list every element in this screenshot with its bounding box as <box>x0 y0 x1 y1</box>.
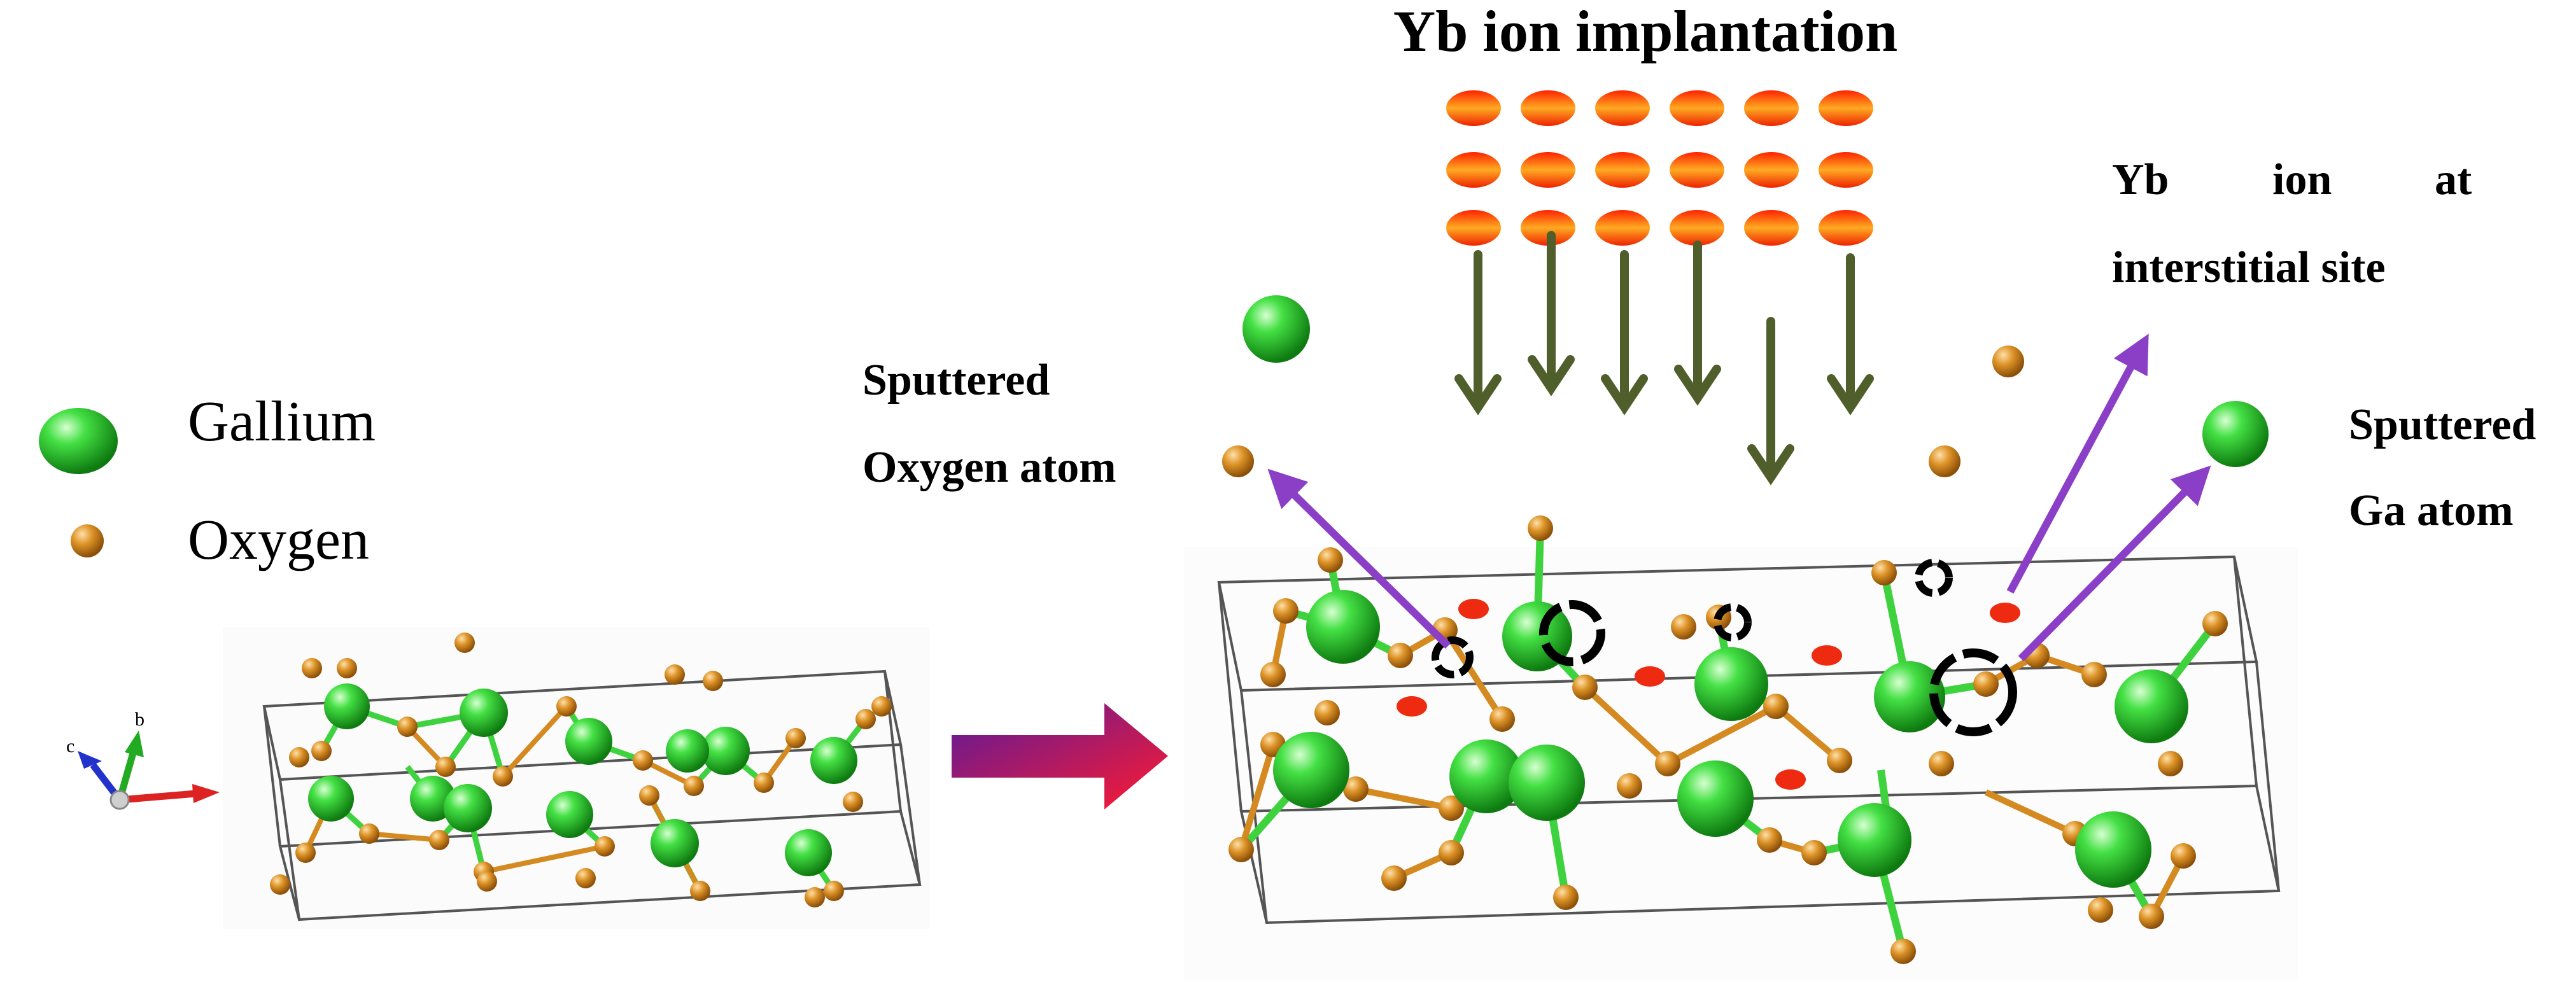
yb-ion-beam <box>1446 90 1873 246</box>
transition-arrow-icon <box>952 703 1168 809</box>
pristine-crystal-structure <box>223 627 929 929</box>
sputtered-ga-annotation: Sputtered Ga atom <box>2349 400 2536 535</box>
sputtered-ga-line1: Sputtered <box>2349 400 2536 449</box>
gallium-atom-icon <box>39 408 118 474</box>
yb-interstitial-annotation: Yb ion at interstitial site <box>2112 155 2472 292</box>
sputtered-ga-atom <box>1242 295 1310 363</box>
crystal-axes-icon: a b c <box>66 709 231 810</box>
implanted-crystal-structure <box>1184 515 2298 980</box>
sputtered-oxygen-annotation: Sputtered Oxygen atom <box>862 356 1116 492</box>
axis-b-label: b <box>135 709 144 730</box>
sputtered-ga-atom <box>2202 401 2269 467</box>
yb-interstitial-word-yb: Yb <box>2112 155 2169 204</box>
yb-interstitial-word-ion: ion <box>2272 155 2332 204</box>
sputter-arrows <box>1267 333 2211 662</box>
yb-interstitial-line2: interstitial site <box>2112 243 2386 292</box>
sputtered-atoms <box>1222 295 2269 477</box>
yb-interstitial-word-at: at <box>2435 155 2472 204</box>
sputtered-o-atom <box>1929 445 1960 477</box>
legend: Gallium Oxygen <box>39 390 376 571</box>
axis-c-label: c <box>66 736 74 757</box>
sputtered-oxygen-line2: Oxygen atom <box>862 443 1116 492</box>
sputtered-oxygen-line1: Sputtered <box>862 356 1050 405</box>
legend-oxygen-label: Oxygen <box>188 508 369 571</box>
diagram-title: Yb ion implantation <box>1393 0 1897 64</box>
sputtered-o-atom <box>1222 445 1254 477</box>
implantation-arrows <box>1454 231 1874 486</box>
oxygen-atom-icon <box>71 524 104 557</box>
sputtered-o-atom <box>1992 346 2024 377</box>
sputtered-ga-line2: Ga atom <box>2349 486 2514 535</box>
legend-gallium-label: Gallium <box>188 390 376 453</box>
